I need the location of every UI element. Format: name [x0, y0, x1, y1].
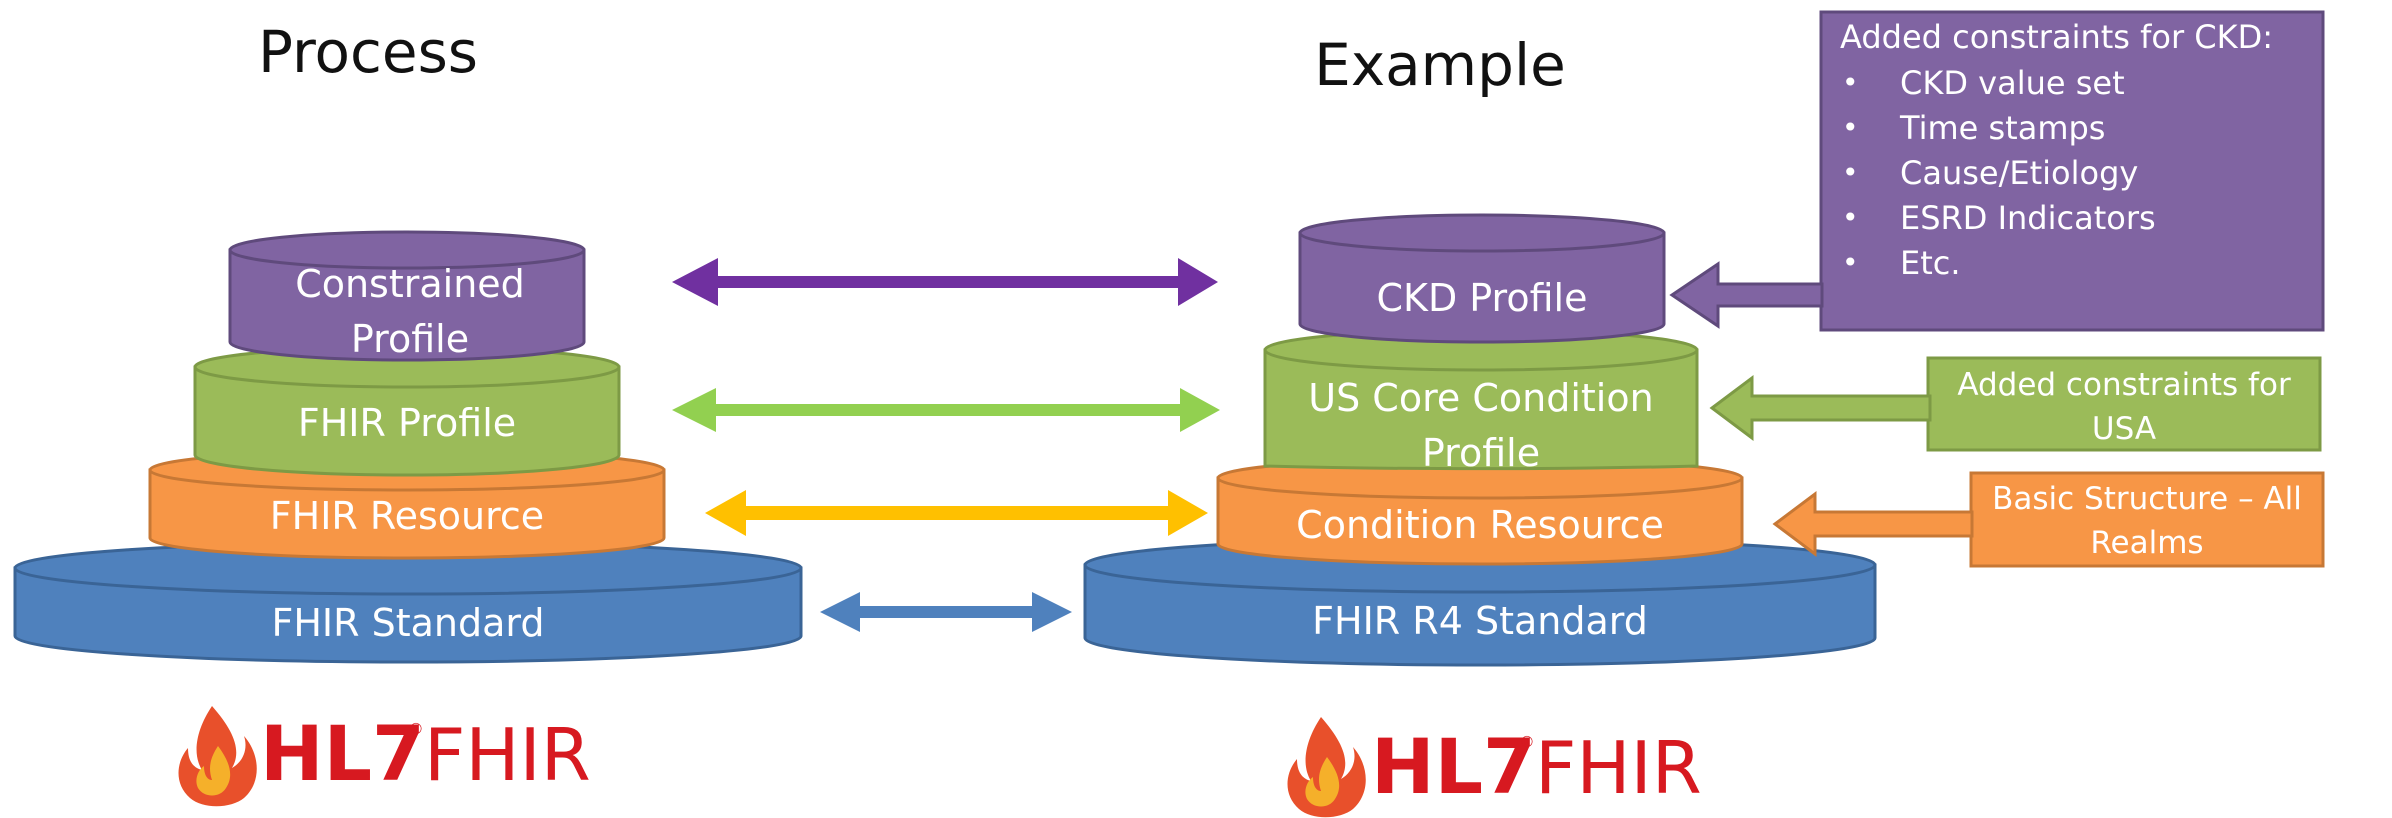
callout-realms-line1: Basic Structure – All: [1992, 481, 2302, 517]
process-heading: Process: [258, 18, 478, 86]
callout-basic-structure: Basic Structure – All Realms: [1969, 471, 2325, 568]
callout-realms-line2: Realms: [2090, 525, 2203, 561]
example-ckd-profile-label: CKD Profile: [1377, 276, 1588, 320]
example-condition-resource-label: Condition Resource: [1296, 503, 1664, 547]
logo-reg-mark: ®: [410, 721, 422, 738]
logo-hl7-text: HL7: [1371, 722, 1536, 811]
process-disk-fhir-profile: FHIR Profile: [193, 345, 621, 477]
double-arrow-blue: [820, 592, 1072, 632]
callout-ckd-constraints: Added constraints for CKD: • CKD value s…: [1819, 10, 2325, 332]
callout-ckd-item: CKD value set: [1900, 64, 2125, 102]
callout-ckd-pointer-arrow: [1669, 261, 1824, 329]
logo-fhir-text: FHIR: [424, 713, 591, 797]
logo-reg-mark: ®: [1521, 734, 1533, 751]
process-fhir-resource-label: FHIR Resource: [270, 494, 544, 538]
callout-ckd-title: Added constraints for CKD:: [1840, 18, 2273, 56]
process-constrained-label-line1: Constrained: [295, 262, 525, 306]
callout-ckd-item: ESRD Indicators: [1900, 199, 2156, 237]
bullet: •: [1842, 111, 1859, 144]
logo-hl7-text: HL7: [260, 709, 425, 798]
bullet: •: [1842, 246, 1859, 279]
example-disk-us-core-condition-profile: US Core Condition Profile: [1263, 328, 1699, 475]
example-us-core-label-line1: US Core Condition: [1308, 376, 1653, 420]
process-stack: FHIR Standard FHIR Resource FHIR Profile…: [13, 230, 803, 664]
callout-usa-constraints: Added constraints for USA: [1926, 356, 2322, 452]
process-fhir-standard-label: FHIR Standard: [272, 601, 545, 645]
example-fhir-r4-standard-label: FHIR R4 Standard: [1312, 599, 1648, 643]
double-arrow-purple: [672, 258, 1218, 306]
bullet: •: [1842, 201, 1859, 234]
callout-usa-pointer-arrow: [1709, 375, 1932, 441]
example-us-core-label-line2: Profile: [1422, 431, 1540, 475]
callout-realms-pointer-arrow: [1772, 491, 1974, 557]
hl7-fhir-logo-right: HL7 ® FHIR: [1275, 711, 1702, 818]
double-arrow-green: [672, 388, 1220, 432]
callout-ckd-list: • CKD value set • Time stamps • Cause/Et…: [1842, 64, 2156, 282]
example-heading: Example: [1314, 31, 1566, 99]
process-disk-fhir-standard: FHIR Standard: [13, 540, 803, 664]
callout-ckd-item: Etc.: [1900, 244, 1961, 282]
double-arrow-gold: [705, 490, 1208, 536]
callout-ckd-item: Cause/Etiology: [1900, 154, 2138, 192]
example-disk-ckd-profile: CKD Profile: [1298, 213, 1666, 344]
bullet: •: [1842, 156, 1859, 189]
process-disk-constrained-profile: Constrained Profile: [228, 230, 586, 362]
callout-usa-line2: USA: [2092, 411, 2156, 447]
flame-icon: [178, 706, 257, 807]
flame-icon: [1287, 717, 1366, 818]
process-fhir-profile-label: FHIR Profile: [298, 401, 516, 445]
callout-usa-line1: Added constraints for: [1957, 367, 2291, 403]
example-stack: FHIR R4 Standard Condition Resource US C…: [1083, 213, 1877, 667]
callout-ckd-item: Time stamps: [1899, 109, 2105, 147]
logo-fhir-text: FHIR: [1535, 726, 1702, 810]
process-constrained-label-line2: Profile: [351, 317, 469, 361]
bullet: •: [1842, 66, 1859, 99]
hl7-fhir-logo-left: HL7 ® FHIR: [166, 698, 591, 808]
